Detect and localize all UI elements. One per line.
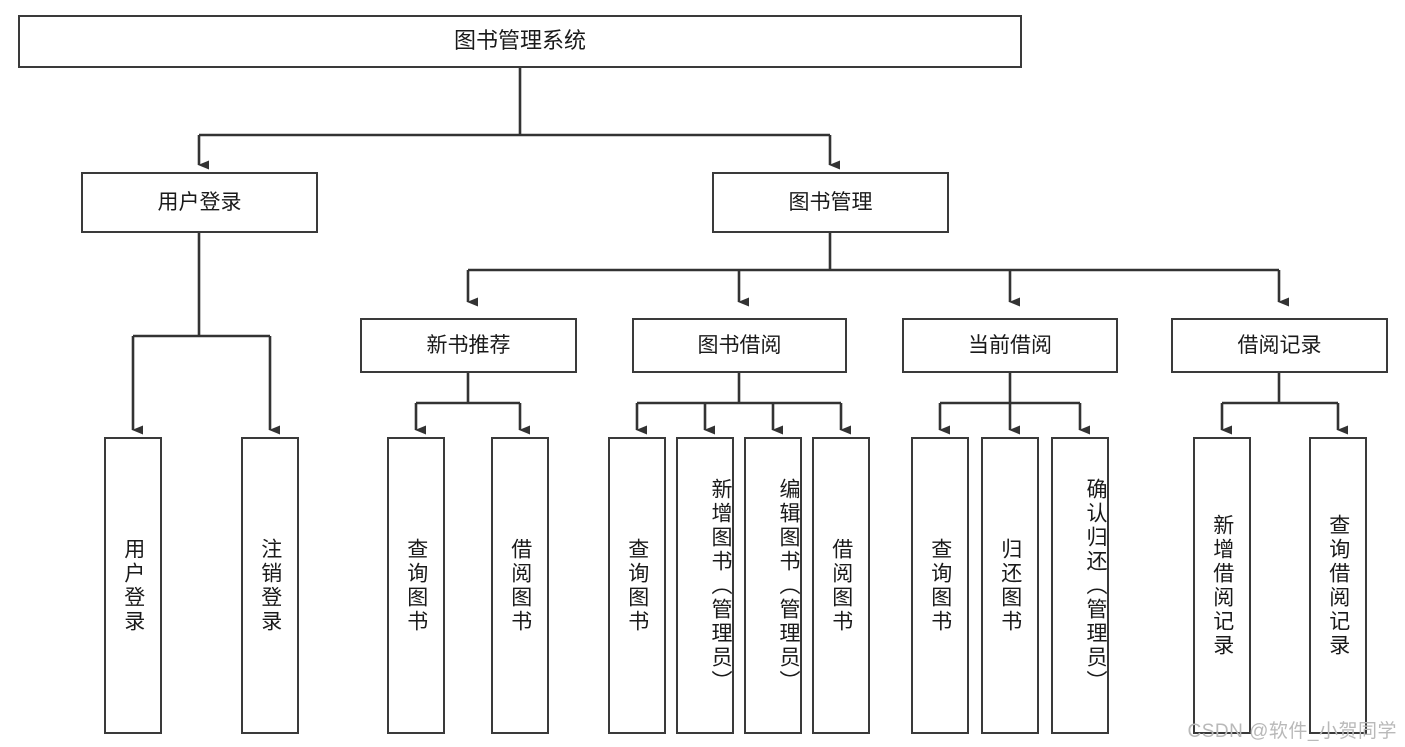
node-leaf-query-book-2[interactable]: 查询图书 xyxy=(608,437,666,734)
csdn-watermark: CSDN @软件_小贺同学 xyxy=(1187,721,1397,742)
node-user-login-label: 用户登录 xyxy=(157,190,242,214)
node-leaf-query-book-3[interactable]: 查询图书 xyxy=(911,437,969,734)
node-leaf-confirm-return-label: 确认归还（管理员） xyxy=(1084,477,1107,694)
node-book-management[interactable]: 图书管理 xyxy=(712,172,949,233)
node-new-book-recommend-label: 新书推荐 xyxy=(426,333,511,357)
node-leaf-query-record-label: 查询借阅记录 xyxy=(1326,513,1350,658)
node-borrow-record[interactable]: 借阅记录 xyxy=(1171,318,1388,373)
node-leaf-add-record-label: 新增借阅记录 xyxy=(1210,513,1234,658)
node-user-login[interactable]: 用户登录 xyxy=(81,172,318,233)
node-leaf-user-logout[interactable]: 注销登录 xyxy=(241,437,299,734)
node-leaf-user-login-label: 用户登录 xyxy=(121,537,145,634)
node-leaf-return-book-label: 归还图书 xyxy=(998,537,1022,634)
node-leaf-query-book-1-label: 查询图书 xyxy=(404,537,428,634)
node-leaf-query-book-1[interactable]: 查询图书 xyxy=(387,437,445,734)
node-leaf-borrow-book-2-label: 借阅图书 xyxy=(829,537,853,634)
node-leaf-borrow-book-2[interactable]: 借阅图书 xyxy=(812,437,870,734)
node-leaf-user-login[interactable]: 用户登录 xyxy=(104,437,162,734)
node-current-borrow[interactable]: 当前借阅 xyxy=(902,318,1118,373)
node-borrow-record-label: 借阅记录 xyxy=(1237,333,1322,357)
node-leaf-edit-book-label: 编辑图书（管理员） xyxy=(777,477,800,694)
node-current-borrow-label: 当前借阅 xyxy=(968,333,1052,357)
node-root-label: 图书管理系统 xyxy=(453,28,586,54)
node-book-borrow-label: 图书借阅 xyxy=(697,333,782,357)
node-leaf-borrow-book-1[interactable]: 借阅图书 xyxy=(491,437,549,734)
node-leaf-query-book-2-label: 查询图书 xyxy=(625,537,649,634)
node-leaf-borrow-book-1-label: 借阅图书 xyxy=(508,537,532,634)
node-new-book-recommend[interactable]: 新书推荐 xyxy=(360,318,577,373)
node-leaf-confirm-return[interactable]: 确认归还（管理员） xyxy=(1051,437,1109,734)
node-leaf-edit-book[interactable]: 编辑图书（管理员） xyxy=(744,437,802,734)
node-leaf-user-logout-label: 注销登录 xyxy=(258,537,282,634)
node-leaf-query-record[interactable]: 查询借阅记录 xyxy=(1309,437,1367,734)
node-leaf-return-book[interactable]: 归还图书 xyxy=(981,437,1039,734)
node-leaf-add-book[interactable]: 新增图书（管理员） xyxy=(676,437,734,734)
node-leaf-query-book-3-label: 查询图书 xyxy=(928,537,952,634)
node-leaf-add-book-label: 新增图书（管理员） xyxy=(709,477,732,694)
node-book-management-label: 图书管理 xyxy=(788,190,873,214)
node-root[interactable]: 图书管理系统 xyxy=(18,15,1022,68)
node-leaf-add-record[interactable]: 新增借阅记录 xyxy=(1193,437,1251,734)
node-book-borrow[interactable]: 图书借阅 xyxy=(632,318,847,373)
